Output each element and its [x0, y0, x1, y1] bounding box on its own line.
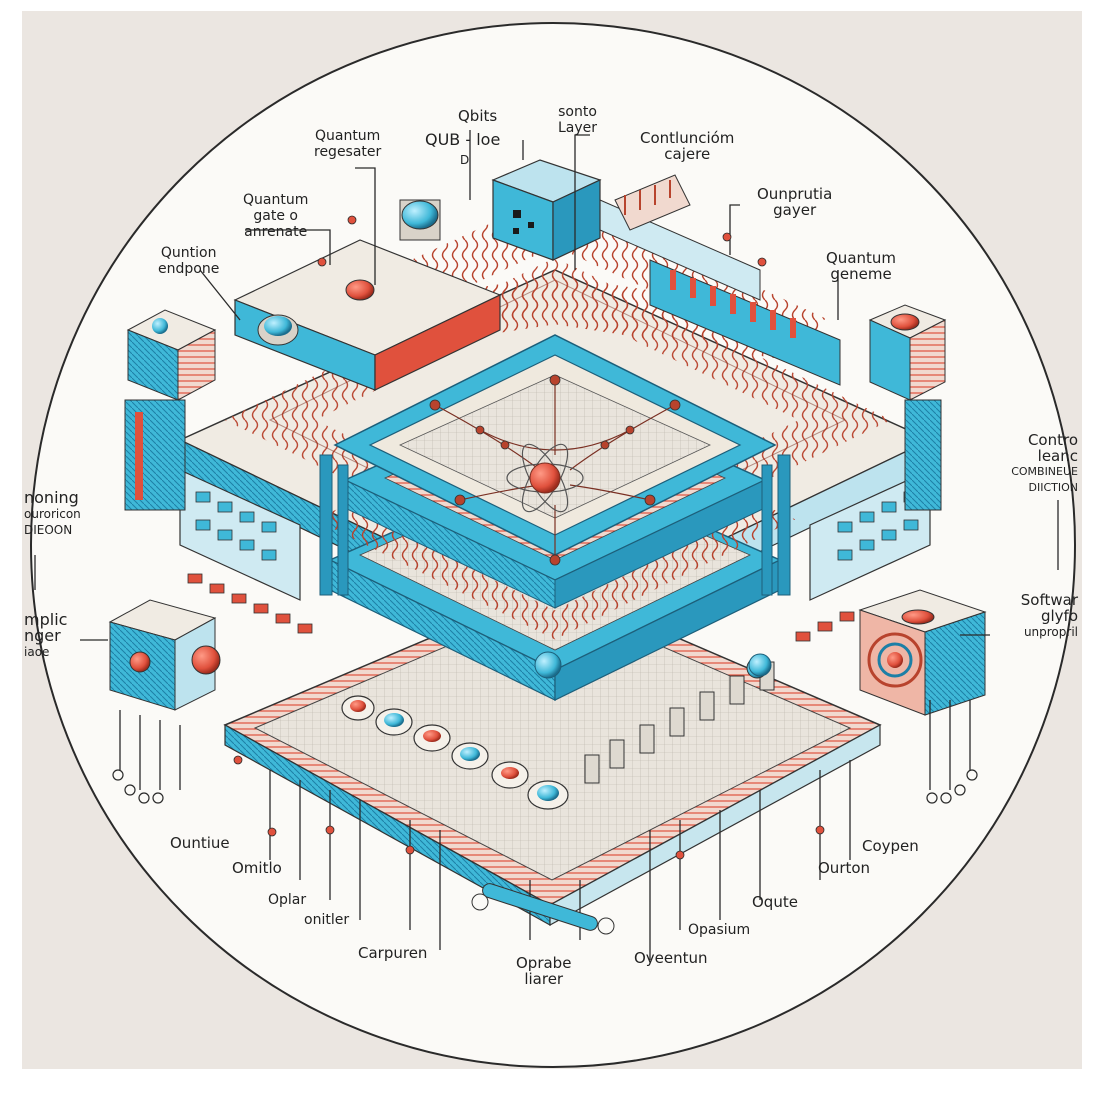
label-carpuren: Carpuren [358, 944, 428, 962]
callout-dots [112, 769, 978, 804]
callout-lines [34, 130, 1059, 960]
label-coypen: Coypen [862, 837, 919, 855]
chip-cube-icon [491, 159, 602, 261]
label-omitlo: Omitlo [232, 859, 282, 877]
label-qub-sub: D [460, 153, 470, 167]
label-ourton: Ourton [818, 859, 871, 877]
qubit-network [434, 380, 676, 560]
label-oqute: Oqute [752, 893, 798, 911]
right-modules [868, 304, 947, 511]
qubit-node-icon [429, 374, 681, 566]
label-opasium: Opasium [688, 922, 751, 938]
atom-icon [506, 443, 584, 513]
quantum-register-modules [124, 199, 502, 511]
label-ountiue: Ountiue [170, 834, 230, 852]
bottom-connector [471, 883, 615, 935]
label-onitier: onitler [304, 912, 350, 928]
label-oyeentun: Oyeentun [634, 949, 708, 967]
left-cube [108, 599, 221, 711]
lower-components [187, 573, 855, 810]
label-qbits: Qbits [458, 107, 498, 125]
base-platform [223, 584, 882, 927]
right-cube [858, 589, 987, 716]
label-oplar: Oplar [268, 892, 307, 908]
label-qub: QUB - loe [425, 130, 501, 149]
callout-red-dots [233, 215, 825, 860]
